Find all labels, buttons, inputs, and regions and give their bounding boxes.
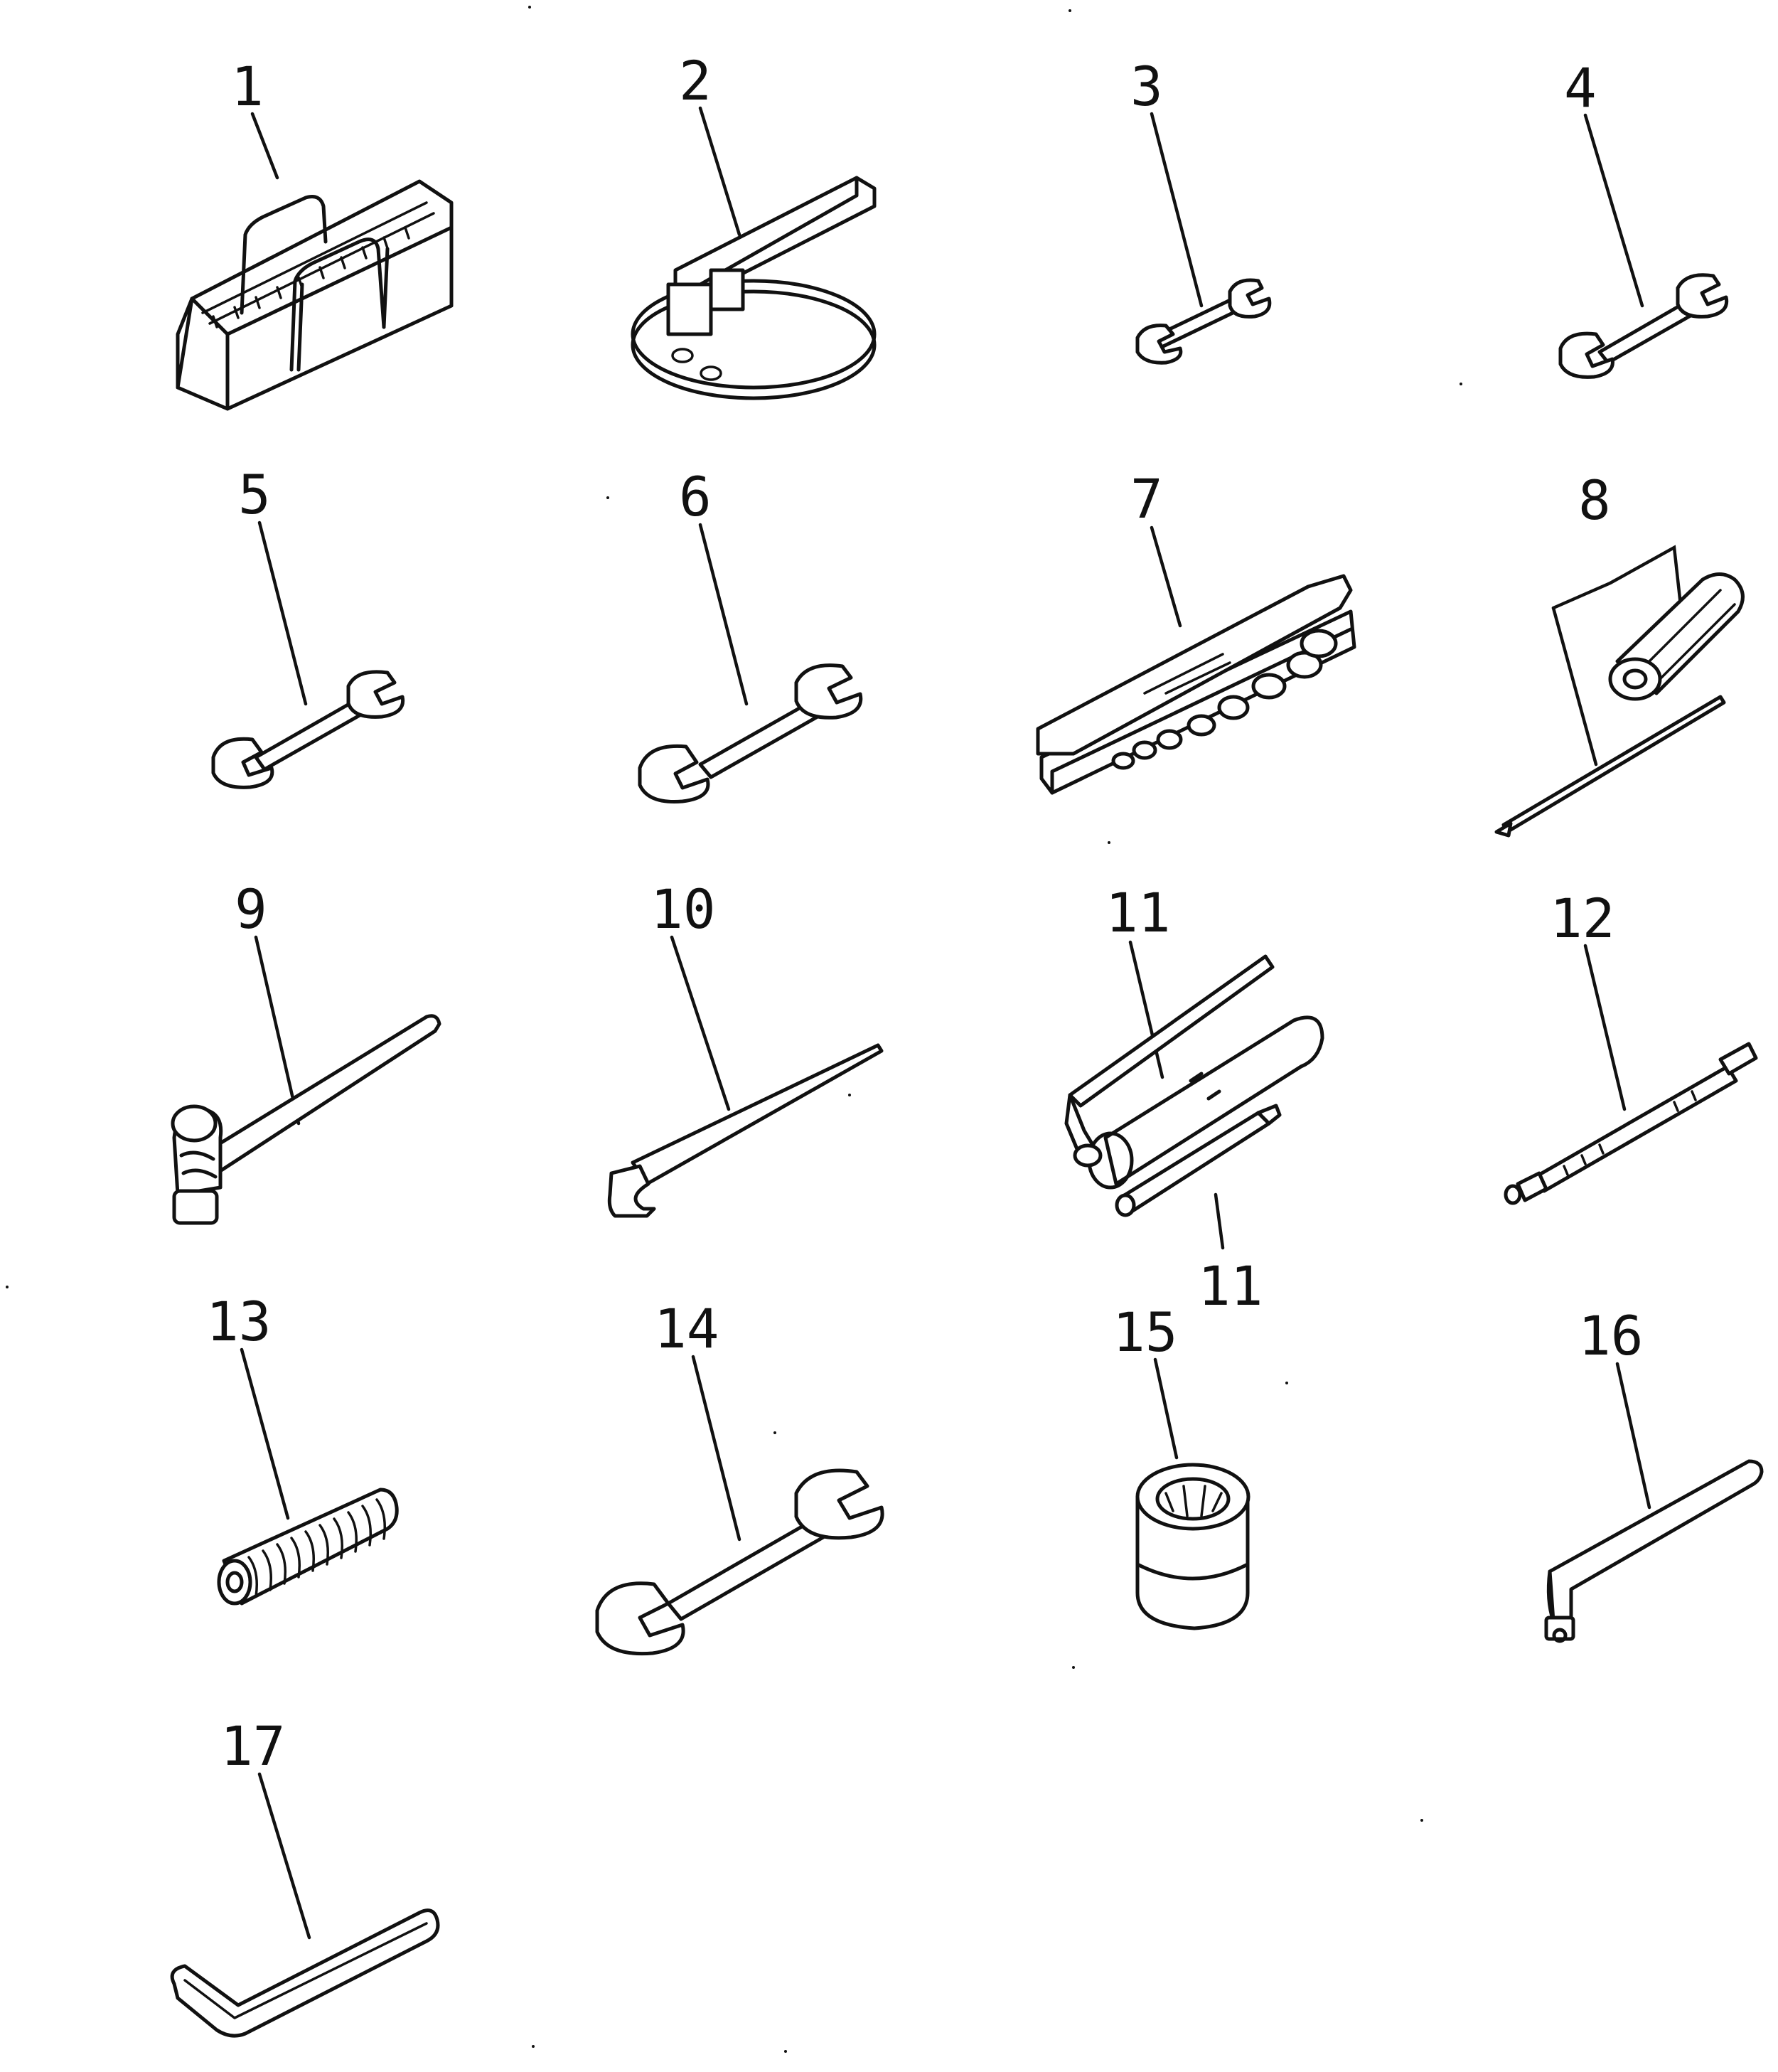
part-3: 3: [1130, 55, 1272, 365]
part-11: 11 11: [1064, 881, 1324, 1318]
part-7: 7: [1036, 467, 1356, 795]
scan-speckles: [6, 6, 1462, 2053]
callout-number: 17: [220, 1714, 286, 1778]
leader-line: [254, 935, 301, 1126]
leader-line: [240, 1347, 290, 1520]
leader-line: [691, 1355, 741, 1542]
part-8: 8: [1494, 469, 1745, 838]
socket-set-case-icon: [1036, 574, 1356, 795]
wrench-icon: [1558, 273, 1729, 379]
callout-number: 15: [1113, 1301, 1178, 1364]
leader-line: [1583, 944, 1627, 1111]
part-1: 1: [176, 55, 454, 411]
callout-number: 16: [1578, 1304, 1644, 1367]
leader-line: [1214, 1192, 1225, 1250]
pry-bar-icon: [607, 1043, 884, 1218]
part-14: 14: [595, 1297, 884, 1656]
leader-line: [1128, 940, 1164, 1079]
leader-line: [1583, 113, 1644, 308]
callout-number: 11: [1105, 881, 1171, 944]
callout-number: 5: [238, 463, 271, 526]
callout-number: 3: [1130, 55, 1163, 118]
leader-line: [698, 523, 749, 706]
leader-line: [257, 1772, 311, 1940]
leader-line: [257, 520, 308, 706]
screwdriver-set-icon: [1494, 572, 1745, 838]
small-wrench-icon: [1135, 278, 1272, 365]
callout-number: 7: [1130, 467, 1163, 530]
leader-line: [1551, 606, 1598, 767]
leader-line: [670, 935, 731, 1111]
callout-number: 13: [206, 1290, 272, 1353]
callout-number: 12: [1550, 887, 1615, 950]
part-5: 5: [211, 463, 405, 789]
part-13: 13: [206, 1290, 399, 1606]
part-6: 6: [638, 465, 863, 804]
threaded-screw-icon: [217, 1488, 399, 1606]
wrench-icon: [638, 663, 863, 804]
part-12: 12: [1504, 887, 1758, 1205]
callout-number: 2: [679, 49, 712, 112]
extension-bar-icon: [1504, 1042, 1758, 1205]
part-4: 4: [1558, 56, 1729, 379]
callout-number: 9: [235, 877, 267, 941]
hex-key-icon: [170, 1908, 440, 2038]
grease-gun-nozzle-icon: [1115, 1104, 1282, 1217]
grease-gun-icon: [1064, 954, 1324, 1190]
part-2: 2: [631, 49, 877, 400]
wrench-icon: [211, 670, 405, 789]
callout-number: 6: [679, 465, 712, 528]
l-handle-wrench-icon: [1544, 1459, 1764, 1643]
leader-line: [250, 112, 279, 180]
socket-icon: [1135, 1463, 1251, 1630]
leader-line: [1551, 545, 1683, 614]
large-wrench-icon: [595, 1468, 884, 1656]
part-17: 17: [170, 1714, 440, 2038]
filter-wrench-icon: [631, 176, 877, 400]
part-10: 10: [607, 877, 884, 1218]
part-15: 15: [1113, 1301, 1251, 1630]
part-16: 16: [1544, 1304, 1764, 1643]
ball-peen-hammer-icon: [171, 1014, 441, 1225]
leader-line: [1150, 112, 1204, 308]
leader-line: [1153, 1357, 1179, 1460]
callout-number: 10: [650, 877, 716, 941]
leader-line: [698, 106, 741, 237]
callout-number: 4: [1564, 56, 1597, 119]
callout-number: 1: [231, 55, 264, 118]
leader-line: [1615, 1362, 1651, 1510]
part-9: 9: [171, 877, 441, 1225]
callout-number: 14: [654, 1297, 719, 1360]
tool-bag-icon: [176, 179, 454, 411]
leader-line: [1150, 525, 1182, 628]
callout-number: 11: [1198, 1254, 1263, 1318]
callout-number: 8: [1578, 469, 1611, 532]
